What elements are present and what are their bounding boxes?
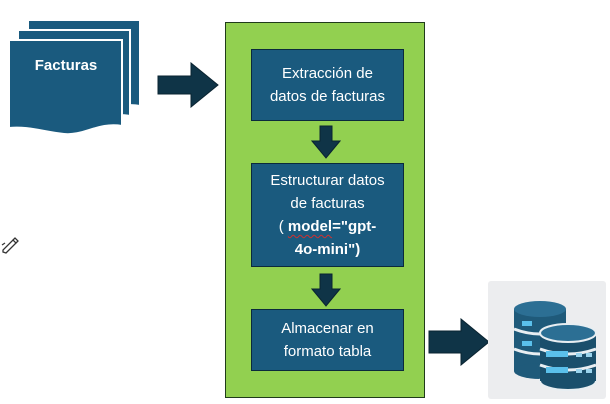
step-structure-invoice-data: Estructurar datos de facturas ( model="g… (251, 163, 404, 267)
right-arrow-icon (428, 318, 490, 366)
step-1-line-2: datos de facturas (269, 88, 386, 105)
step-2-line-1: Estructurar datos (270, 172, 385, 189)
down-arrow-icon (311, 273, 341, 307)
step-store-as-table: Almacenar en formato tabla (251, 309, 404, 371)
down-arrow-icon (311, 125, 341, 159)
invoices-documents: Facturas (8, 18, 148, 143)
step-3-line-1: Almacenar en (281, 320, 374, 337)
multi-document-icon: Facturas (8, 19, 141, 136)
model-prefix: ( (278, 218, 288, 235)
step-1-line-1: Extracción de (282, 65, 373, 82)
model-line: ( model="gpt- (279, 215, 377, 238)
pen-icon (1, 237, 19, 254)
right-arrow-icon (157, 62, 219, 108)
model-value-part-1: ="gpt- (332, 218, 377, 235)
model-keyword: model (287, 218, 333, 235)
step-2-line-2: de facturas (290, 195, 365, 212)
model-value-part-2: 4o-mini") (294, 241, 361, 258)
database-icon (513, 301, 597, 391)
step-extract-invoice-data: Extracción de datos de facturas (251, 49, 404, 121)
invoices-label: Facturas (35, 57, 98, 74)
process-container: Extracción de datos de facturas Estructu… (225, 22, 425, 398)
database-panel (488, 281, 606, 399)
step-3-line-2: formato tabla (283, 343, 372, 360)
